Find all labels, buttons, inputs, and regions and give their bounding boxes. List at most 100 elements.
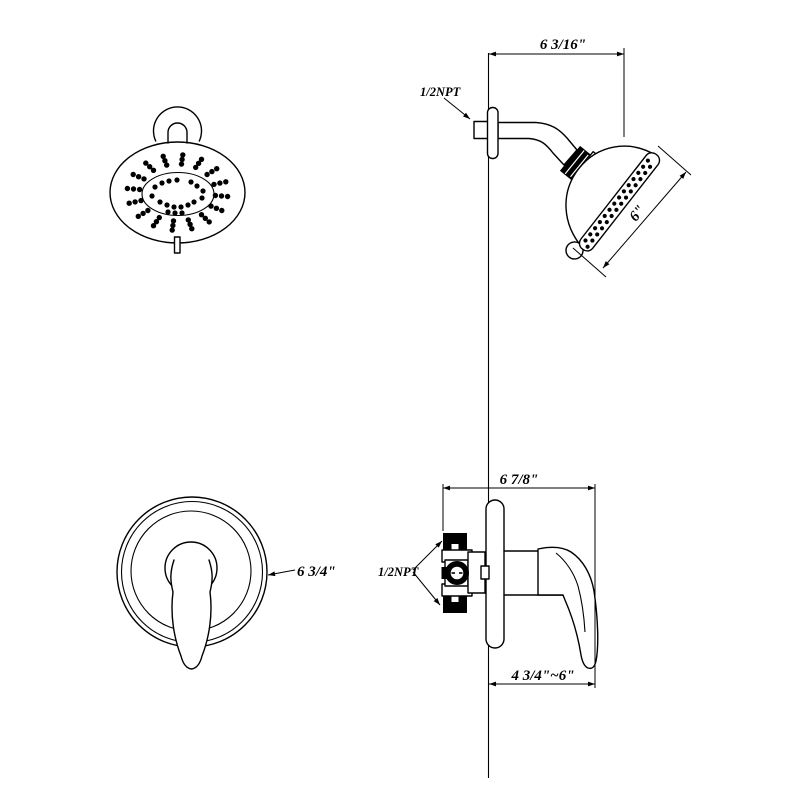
shower-head-front-view bbox=[109, 106, 246, 254]
valve-front-view: 6 3/4" bbox=[116, 496, 336, 670]
nozzle-dot bbox=[223, 179, 229, 185]
label-trim-plate-diameter: 6 3/4" bbox=[267, 564, 336, 580]
nozzle-dot bbox=[588, 232, 593, 237]
nozzle-dot bbox=[206, 219, 212, 225]
dimension-text-arm-length: 6 3/16" bbox=[540, 37, 586, 53]
head-face-outline bbox=[109, 141, 246, 244]
nozzle-dot bbox=[159, 180, 165, 186]
leader-line bbox=[443, 97, 471, 120]
valve-handle-ridge bbox=[555, 552, 586, 633]
nozzle-dot bbox=[149, 193, 155, 199]
dimension-arm-length: 6 3/16" bbox=[488, 37, 625, 137]
dimension-text-head-face: 6" bbox=[627, 202, 649, 224]
valve-bottom-port bbox=[443, 595, 467, 613]
nozzle-dot bbox=[597, 219, 602, 225]
nozzle-dot bbox=[160, 153, 166, 159]
nozzle-dot bbox=[199, 195, 205, 201]
nozzle-dot bbox=[647, 164, 653, 169]
nozzle-dot bbox=[143, 160, 149, 166]
dimension-text-trim-plate: 6 3/4" bbox=[297, 564, 336, 580]
extension-line bbox=[657, 145, 692, 176]
nozzle-dot bbox=[590, 238, 595, 243]
nozzle-dot bbox=[641, 164, 646, 169]
nozzle-dot bbox=[211, 181, 217, 188]
shower-head-side-view: 1/2NPT 6" bbox=[420, 85, 692, 278]
nozzle-dot bbox=[194, 183, 200, 189]
nozzle-dot bbox=[164, 162, 170, 168]
nozzle-dot bbox=[132, 199, 138, 205]
label-text-valve-thread: 1/2NPT bbox=[378, 565, 420, 579]
nozzle-dot bbox=[208, 203, 214, 209]
arm-hex-nut bbox=[559, 145, 595, 183]
nozzle-dot bbox=[174, 177, 180, 183]
valve-side-view: 1/2NPT 6 7/8" 4 3/4"~6" bbox=[378, 472, 599, 688]
nozzle-dot bbox=[157, 199, 163, 205]
valve-rough-in-body bbox=[441, 533, 490, 613]
leader-line bbox=[267, 569, 296, 577]
shower-head-front-nozzles bbox=[124, 152, 231, 233]
nozzle-dot bbox=[172, 210, 178, 216]
nozzle-dot bbox=[595, 232, 600, 237]
nozzle-dot bbox=[130, 171, 136, 178]
nozzle-dot bbox=[209, 168, 215, 175]
nozzle-dot bbox=[171, 204, 177, 210]
nozzle-dot bbox=[213, 205, 220, 211]
arm-wall-flange bbox=[486, 106, 499, 160]
nozzle-dot bbox=[202, 215, 208, 221]
head-bottom-tab bbox=[173, 236, 181, 254]
handle-lever-front bbox=[170, 559, 213, 670]
nozzle-dot bbox=[164, 202, 170, 208]
nozzle-dot bbox=[135, 174, 142, 180]
nozzle-dot bbox=[212, 192, 219, 199]
nozzle-dot bbox=[165, 209, 171, 215]
valve-wall-stub bbox=[480, 565, 490, 580]
extension-line bbox=[572, 247, 607, 278]
nozzle-dot bbox=[193, 164, 199, 171]
dimension-line bbox=[602, 171, 687, 269]
valve-front-nub bbox=[441, 567, 448, 579]
nozzle-dot bbox=[185, 202, 191, 208]
nozzle-dot bbox=[166, 178, 172, 184]
nozzle-dot bbox=[200, 188, 206, 194]
nozzle-dot bbox=[145, 207, 151, 214]
nozzle-dot bbox=[140, 210, 146, 217]
nozzle-dot bbox=[195, 160, 202, 166]
nozzle-dot bbox=[153, 219, 160, 225]
nozzle-dot bbox=[645, 158, 651, 163]
nozzle-dot bbox=[217, 180, 223, 186]
nozzle-dot bbox=[179, 156, 185, 163]
head-mount-arch-outer bbox=[152, 106, 203, 142]
dimension-text-valve-width: 6 7/8" bbox=[500, 472, 539, 488]
dimension-text-handle-projection: 4 3/4"~6" bbox=[510, 668, 574, 684]
nozzle-dot bbox=[214, 166, 220, 172]
nozzle-dot bbox=[126, 200, 132, 206]
nozzle-dot bbox=[170, 222, 176, 229]
nozzle-dot bbox=[150, 223, 157, 229]
label-text-arm-thread: 1/2NPT bbox=[420, 85, 462, 99]
shower-arm bbox=[497, 121, 578, 166]
nozzle-dot bbox=[152, 184, 158, 190]
nozzle-dot bbox=[124, 185, 131, 192]
handle-lever-fill bbox=[170, 560, 213, 669]
leader-line bbox=[412, 540, 443, 571]
nozzle-dot bbox=[204, 171, 210, 178]
dimension-valve-width: 6 7/8" bbox=[442, 472, 596, 688]
nozzle-dot bbox=[162, 158, 168, 164]
dimension-handle-projection: 4 3/4"~6" bbox=[488, 668, 596, 687]
nozzle-dot bbox=[141, 176, 147, 182]
label-valve-thread: 1/2NPT bbox=[378, 540, 443, 606]
nozzle-dot bbox=[187, 221, 193, 227]
nozzle-dot bbox=[130, 186, 137, 192]
dimension-head-face: 6" bbox=[572, 145, 692, 278]
nozzle-dot bbox=[178, 204, 184, 210]
nozzle-dot bbox=[218, 193, 225, 199]
nozzle-dot bbox=[191, 199, 197, 205]
nozzle-dot bbox=[136, 186, 143, 193]
nozzle-dot bbox=[150, 167, 157, 173]
head-mount-arch-inner bbox=[167, 122, 188, 144]
nozzle-dot bbox=[138, 197, 144, 204]
nozzle-dot bbox=[180, 152, 186, 158]
nozzle-dot bbox=[198, 212, 205, 218]
